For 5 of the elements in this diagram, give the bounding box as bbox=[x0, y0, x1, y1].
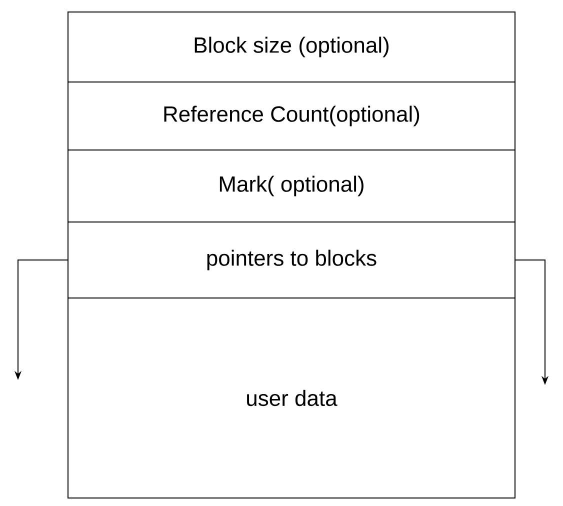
memory-block-row: Reference Count(optional) bbox=[68, 82, 516, 150]
memory-block-row: pointers to blocks bbox=[68, 222, 516, 298]
memory-block-row: Block size (optional) bbox=[68, 12, 516, 82]
memory-block-row: user data bbox=[68, 297, 516, 498]
memory-block-row: Mark( optional) bbox=[68, 150, 516, 222]
